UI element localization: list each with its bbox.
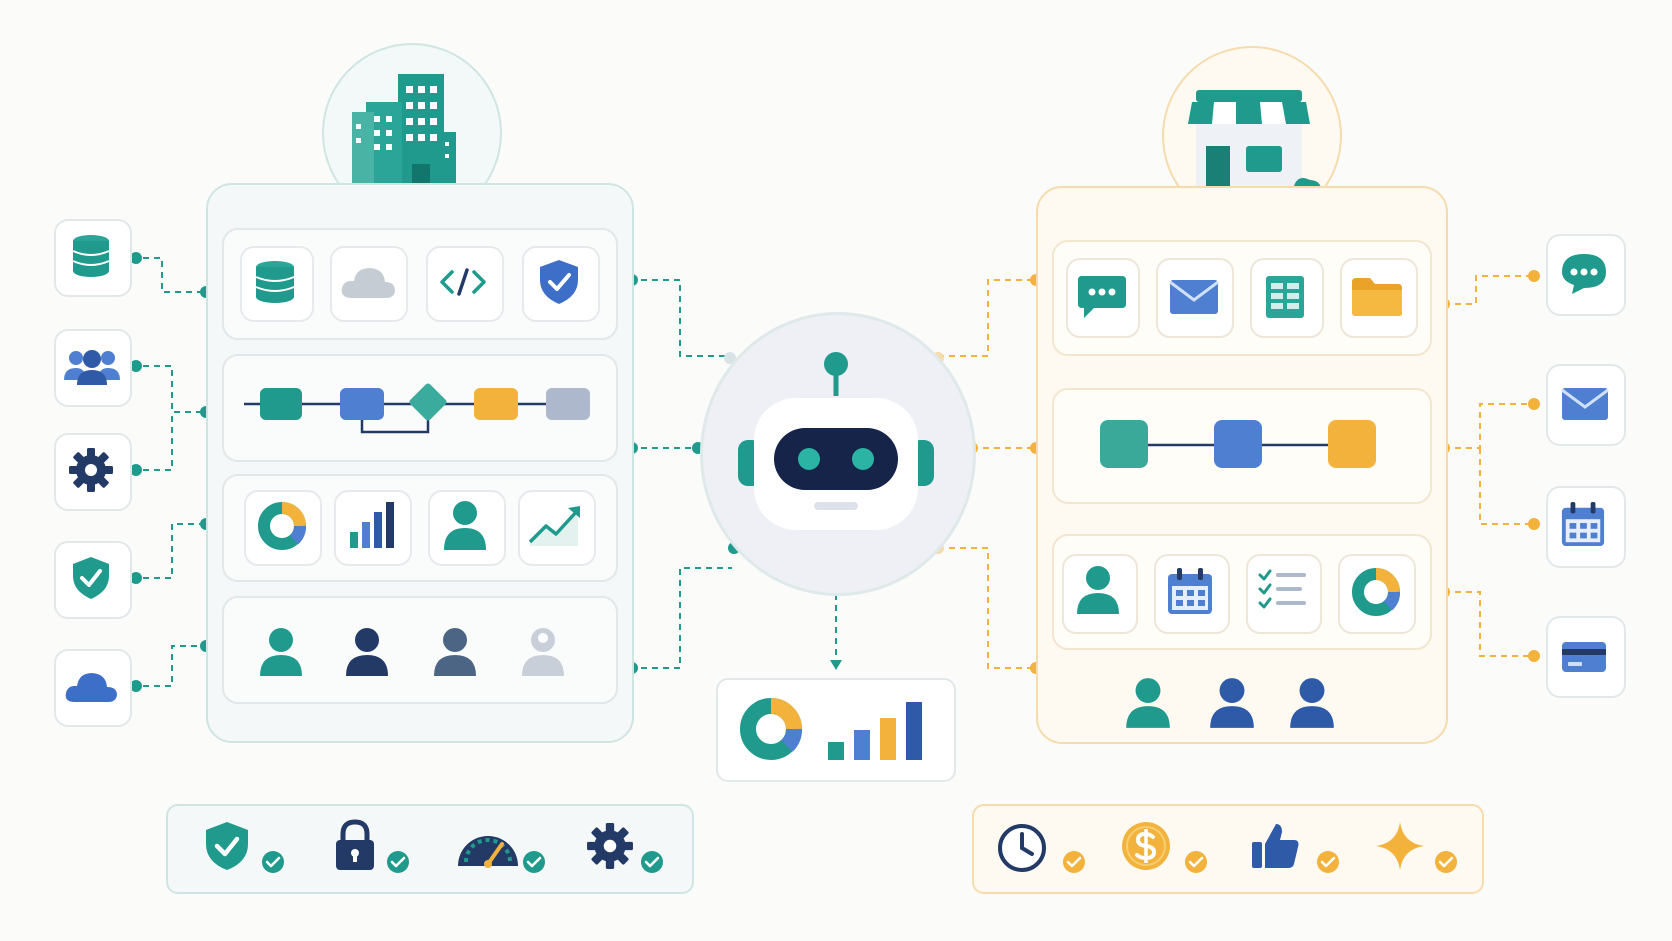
analytics-tile-trend[interactable]: [518, 490, 596, 566]
user-icon-slate: [434, 628, 476, 676]
shield-check-icon: [73, 557, 109, 599]
folder-icon: [1352, 278, 1402, 316]
storefront-icon: [1184, 90, 1323, 200]
side-tile-users[interactable]: [54, 329, 132, 407]
side-tile-chat[interactable]: [1546, 234, 1626, 316]
users-group-icon: [64, 350, 120, 385]
padlock-icon: [336, 819, 374, 870]
envelope-icon: [1561, 388, 1609, 420]
clock-icon: [998, 824, 1046, 872]
bar-chart-icon: [828, 702, 922, 760]
user-icon-blue: [1210, 678, 1254, 728]
workflow-step-3: [474, 388, 518, 420]
bar-chart-icon: [350, 502, 394, 548]
user-icon: [1077, 566, 1119, 614]
cloud-icon: [65, 673, 117, 702]
check-badge-icon: [1063, 851, 1085, 873]
workflow-step-2: [340, 388, 384, 420]
thumbs-up-icon: [1252, 824, 1299, 868]
gear-icon: [587, 823, 633, 869]
donut-chart-icon: [258, 502, 306, 550]
office-building-icon: [344, 74, 472, 194]
database-icon: [255, 261, 295, 303]
donut-chart-icon: [1352, 568, 1400, 616]
workflow-decision: [409, 383, 447, 421]
chat-bubble-icon: [1078, 276, 1126, 318]
gear-icon: [69, 448, 113, 492]
envelope-icon: [1169, 280, 1219, 314]
user-icon-teal: [260, 628, 302, 676]
user-icon-blue: [1290, 678, 1334, 728]
user-icon: [444, 501, 486, 550]
workflow-step-1: [260, 388, 302, 420]
shield-check-icon: [540, 260, 578, 304]
credit-card-icon: [1562, 642, 1606, 672]
speedometer-icon: [458, 836, 518, 868]
workflow-step-4: [546, 388, 590, 420]
cloud-icon: [341, 268, 395, 298]
tool-tile-code[interactable]: [426, 246, 504, 322]
user-icon-gray: [522, 628, 564, 676]
workflow-step-1: [1100, 420, 1148, 468]
check-badge-icon: [262, 851, 284, 873]
user-icon-navy: [346, 628, 388, 676]
chat-bubble-icon: [1562, 254, 1606, 294]
check-badge-icon: [1317, 851, 1339, 873]
enterprise-people-row: [222, 596, 618, 704]
tool-tile-security[interactable]: [522, 246, 600, 322]
calendar-icon: [1168, 568, 1212, 614]
donut-chart-icon: [740, 698, 802, 760]
dollar-coin-icon: [1122, 822, 1170, 870]
checklist-icon: [1258, 569, 1306, 609]
code-icon: [440, 268, 486, 296]
trend-chart-icon: [528, 506, 580, 546]
check-badge-icon: [1435, 851, 1457, 873]
shield-check-icon: [206, 822, 248, 870]
check-badge-icon: [387, 851, 409, 873]
spreadsheet-icon: [1266, 276, 1304, 318]
sparkle-icon: [1376, 822, 1424, 870]
database-icon: [72, 235, 110, 277]
user-icon-teal: [1126, 678, 1170, 728]
business-workflow-diagram: [1100, 420, 1376, 468]
calendar-icon: [1561, 501, 1605, 547]
app-tile-mail[interactable]: [1156, 258, 1234, 338]
check-badge-icon: [1185, 851, 1207, 873]
tools-tile-checklist[interactable]: [1246, 554, 1322, 634]
analytics-tile-bars[interactable]: [334, 490, 412, 566]
robot-icon: [738, 352, 934, 530]
workflow-step-2: [1214, 420, 1262, 468]
workflow-step-3: [1328, 420, 1376, 468]
check-badge-icon: [523, 851, 545, 873]
tools-tile-donut[interactable]: [1338, 554, 1416, 634]
check-badge-icon: [641, 851, 663, 873]
enterprise-workflow-diagram: [244, 383, 590, 434]
